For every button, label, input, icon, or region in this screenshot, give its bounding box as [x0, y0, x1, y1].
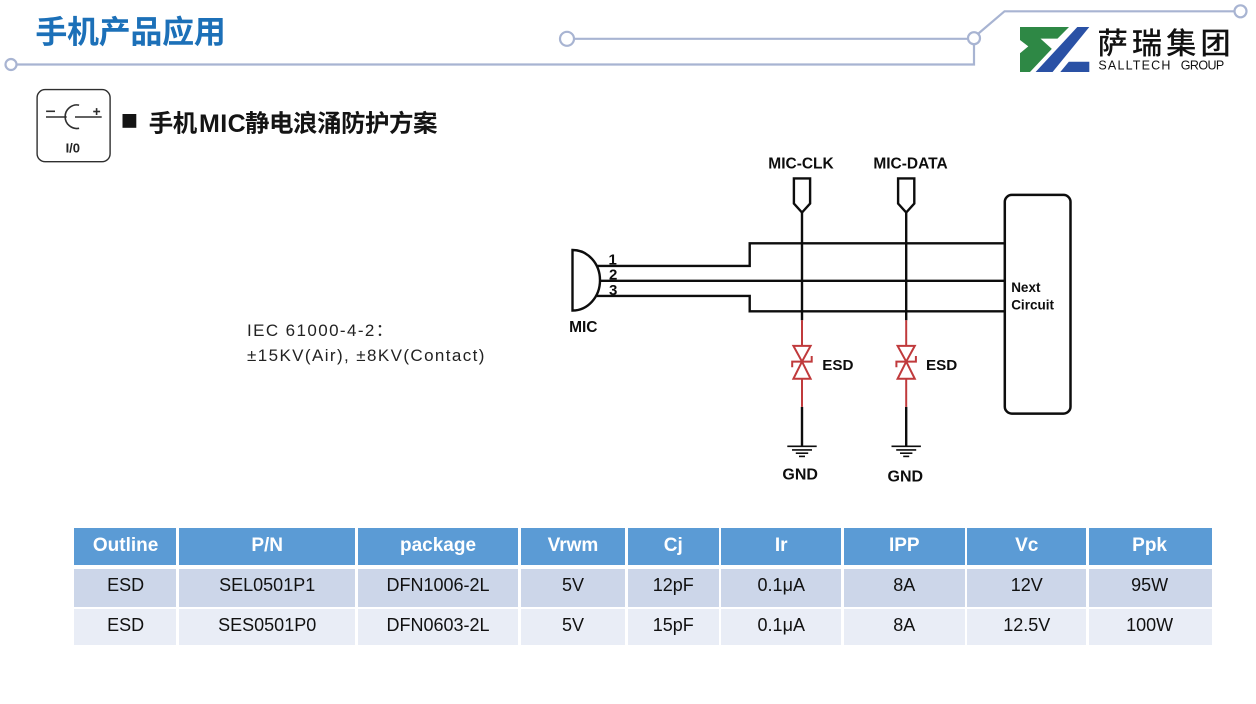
svg-text:IEC 61000-4-2：: IEC 61000-4-2： — [247, 321, 394, 340]
svg-text:2: 2 — [609, 267, 617, 284]
svg-text:MIC-DATA: MIC-DATA — [873, 155, 947, 172]
svg-text:1: 1 — [609, 251, 617, 268]
svg-text:ESD: ESD — [822, 357, 853, 374]
svg-text:I/0: I/0 — [66, 141, 80, 156]
svg-text:MIC: MIC — [199, 110, 246, 138]
svg-text:Next: Next — [1011, 280, 1041, 295]
svg-text:Circuit: Circuit — [1011, 298, 1054, 313]
svg-text:ESD: ESD — [926, 357, 957, 374]
svg-text:GROUP: GROUP — [1181, 58, 1224, 72]
svg-text:3: 3 — [609, 282, 617, 299]
svg-text:MIC-CLK: MIC-CLK — [768, 155, 834, 172]
svg-text:GND: GND — [888, 468, 924, 485]
svg-text:MIC: MIC — [569, 319, 597, 336]
svg-text:SALLTECH: SALLTECH — [1098, 58, 1170, 72]
svg-text:GND: GND — [782, 467, 818, 484]
svg-text:±15KV(Air), ±8KV(Contact): ±15KV(Air), ±8KV(Contact) — [247, 346, 486, 365]
